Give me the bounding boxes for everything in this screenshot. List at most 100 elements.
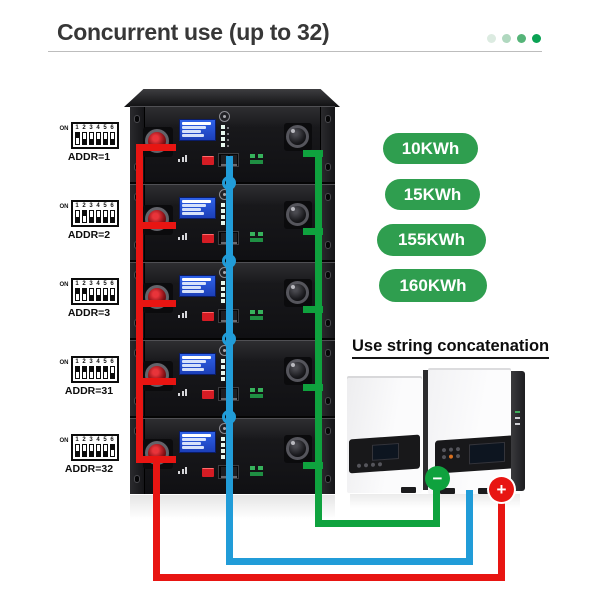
lcd-menu-line bbox=[182, 278, 212, 281]
led-indicators bbox=[221, 281, 225, 303]
dip-slots bbox=[74, 209, 115, 223]
inverter-led-icon bbox=[449, 454, 453, 459]
accent-dot-icon bbox=[532, 34, 541, 43]
terminal-block-green bbox=[250, 154, 263, 164]
dip-number: 2 bbox=[82, 125, 86, 131]
led-dot-icon bbox=[221, 359, 225, 363]
blue-cable-loop bbox=[222, 410, 236, 424]
title-underline bbox=[48, 51, 542, 52]
green-cable-riser bbox=[433, 484, 440, 527]
dip-switch-off bbox=[88, 131, 94, 145]
power-button bbox=[202, 468, 214, 477]
lcd-menu-line bbox=[182, 442, 202, 445]
lcd-menu-line bbox=[182, 282, 207, 285]
lcd-menu-line bbox=[182, 364, 202, 367]
dip-switch-off bbox=[102, 209, 108, 223]
capacity-badge-155kwh: 155KWh bbox=[377, 224, 486, 256]
rj45-port bbox=[229, 388, 237, 400]
dip-switch-off bbox=[81, 131, 87, 145]
led-dot-icon bbox=[221, 371, 225, 375]
dip-switch-on bbox=[95, 365, 101, 379]
power-connector-red bbox=[143, 361, 173, 391]
rj45-port bbox=[229, 466, 237, 478]
red-cable-stub bbox=[136, 144, 176, 151]
led-dot-icon bbox=[221, 293, 225, 297]
dip-number: 4 bbox=[96, 203, 100, 209]
blue-cable-loop bbox=[222, 176, 236, 190]
dip-switch-off bbox=[102, 443, 108, 457]
ear-hole bbox=[325, 319, 331, 327]
rj45-port bbox=[220, 154, 228, 166]
dip-number: 5 bbox=[103, 125, 107, 131]
gauge-icon bbox=[178, 389, 187, 396]
addr-label: ADDR=32 bbox=[64, 462, 114, 475]
dip-number: 4 bbox=[96, 359, 100, 365]
dip-slots bbox=[74, 287, 115, 301]
led-dot-icon bbox=[221, 281, 225, 285]
led-dot-icon bbox=[221, 287, 225, 291]
ear-hole bbox=[325, 475, 331, 483]
dip-number: 3 bbox=[89, 437, 93, 443]
led-dot-icon bbox=[221, 449, 225, 453]
ear-hole bbox=[134, 115, 140, 123]
addr-label: ADDR=1 bbox=[67, 150, 111, 163]
inverter-buttons bbox=[357, 462, 382, 468]
side-vent-panel bbox=[511, 371, 525, 491]
red-cable-drop bbox=[153, 456, 160, 581]
connector-ring-icon bbox=[286, 203, 309, 226]
green-cable-bottom bbox=[315, 520, 440, 527]
dip-number: 6 bbox=[110, 359, 114, 365]
dip-switch-on bbox=[81, 365, 87, 379]
mount-bracket bbox=[423, 370, 428, 490]
led-dot-icon bbox=[221, 203, 225, 207]
inverter-button-icon bbox=[378, 462, 382, 467]
terminal-block-green bbox=[250, 388, 263, 398]
lcd-menu-line bbox=[182, 204, 207, 207]
inverter-button-icon bbox=[442, 447, 446, 453]
inverter-display-band bbox=[349, 434, 420, 474]
red-cable-stub bbox=[136, 222, 176, 229]
led-indicators bbox=[221, 359, 225, 381]
connector-ring-icon bbox=[286, 281, 309, 304]
negative-terminal-badge: − bbox=[425, 466, 450, 491]
page-title: Concurrent use (up to 32) bbox=[57, 19, 330, 45]
rj45-port bbox=[220, 388, 228, 400]
inverter-foot bbox=[401, 487, 416, 493]
inverter-foot bbox=[440, 488, 455, 494]
rack-ear-right bbox=[320, 185, 335, 260]
inverter-button-icon bbox=[357, 463, 361, 468]
led-dot-icon bbox=[221, 143, 225, 147]
accent-dot-icon bbox=[517, 34, 526, 43]
lcd-menu-line bbox=[182, 360, 207, 363]
ear-hole bbox=[325, 271, 331, 279]
red-cable-bottom bbox=[153, 574, 505, 581]
dip-number: 6 bbox=[110, 437, 114, 443]
inverter-button-icon bbox=[371, 462, 375, 467]
led-indicators bbox=[221, 437, 225, 459]
inverter-button-icon bbox=[364, 463, 368, 468]
inverter-screen bbox=[469, 441, 505, 465]
dip-switch-off bbox=[109, 209, 115, 223]
led-dot-icon bbox=[221, 377, 225, 381]
blue-cable-drop bbox=[226, 478, 233, 565]
red-cable-stub bbox=[136, 378, 176, 385]
capacity-badge-10kwh: 10KWh bbox=[383, 133, 478, 164]
gauge-icon bbox=[178, 311, 187, 318]
red-cable-vertical bbox=[136, 144, 143, 463]
green-cable-vertical bbox=[315, 150, 322, 527]
dip-number: 6 bbox=[110, 125, 114, 131]
power-button bbox=[202, 312, 214, 321]
lcd-menu-line bbox=[182, 356, 212, 359]
dip-switch-off bbox=[88, 443, 94, 457]
blue-cable-loop bbox=[222, 254, 236, 268]
lcd-menu-line bbox=[182, 286, 202, 289]
side-led-icon bbox=[515, 411, 520, 413]
lcd-menu-line bbox=[182, 438, 207, 441]
power-connector-green bbox=[284, 279, 312, 307]
ear-hole bbox=[325, 163, 331, 171]
dip-number: 5 bbox=[103, 203, 107, 209]
